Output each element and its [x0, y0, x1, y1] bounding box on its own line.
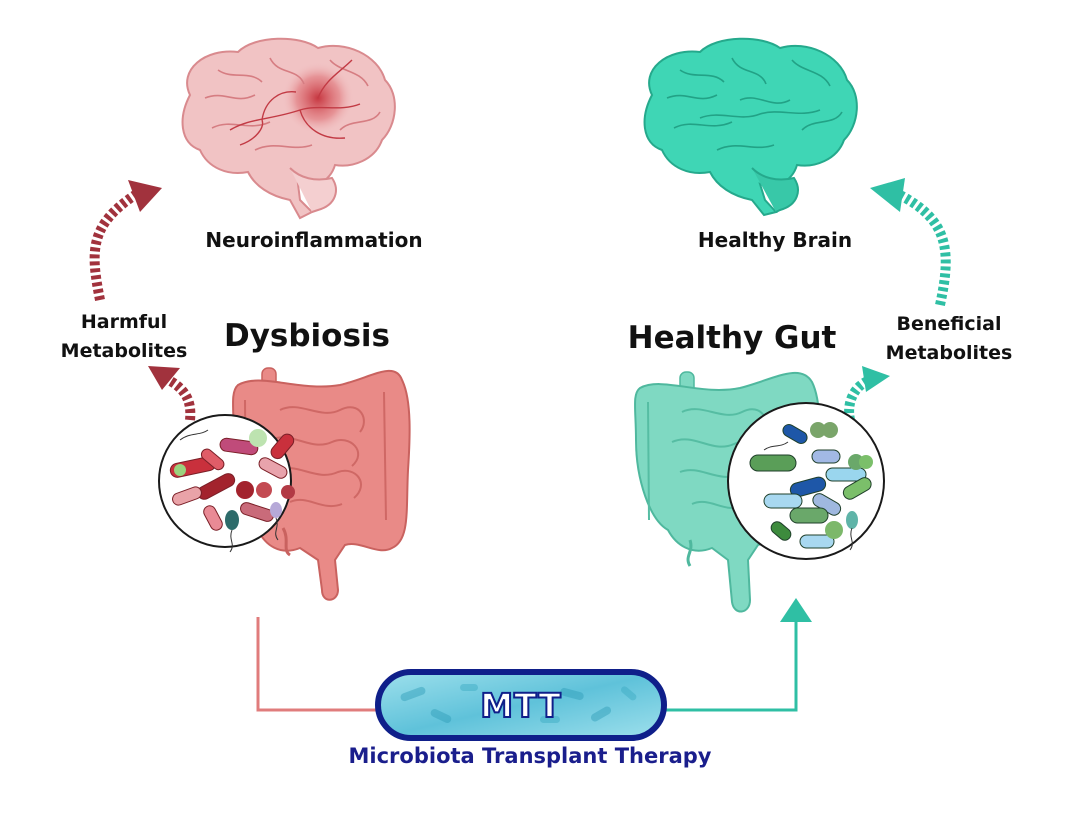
- beneficial-arrow-up: [870, 178, 951, 307]
- capsule-icon: [375, 669, 667, 741]
- harmful-metabolites-label: Harmful Metabolites: [48, 308, 200, 366]
- healthy-brain-label: Healthy Brain: [697, 228, 853, 252]
- harmful-line1: Harmful: [80, 311, 168, 333]
- bacteria-magnifier-icon: [727, 402, 885, 560]
- harmful-line2: Metabolites: [60, 340, 188, 362]
- healthy-brain-icon: [643, 37, 858, 217]
- harmful-arrow-up: [89, 180, 162, 301]
- beneficial-line1: Beneficial: [896, 313, 1002, 335]
- mtt-label: MTT: [479, 685, 562, 726]
- neuroinflammation-label: Neuroinflammation: [205, 228, 423, 252]
- dysbiosis-intestine-icon: [232, 367, 411, 601]
- inflamed-brain-icon: [181, 37, 396, 220]
- dysbiosis-label: Dysbiosis: [223, 318, 391, 354]
- beneficial-line2: Metabolites: [885, 342, 1013, 364]
- bacteria-magnifier-icon: [158, 414, 295, 553]
- mtt-connector-left: [256, 617, 380, 712]
- mtt-full-label: Microbiota Transplant Therapy: [348, 744, 712, 768]
- healthy-gut-label: Healthy Gut: [627, 320, 837, 356]
- harmful-arrow-small: [148, 366, 196, 421]
- beneficial-arrow-small: [844, 366, 890, 421]
- mtt-connector-right: [662, 598, 812, 712]
- beneficial-metabolites-label: Beneficial Metabolites: [864, 310, 1034, 368]
